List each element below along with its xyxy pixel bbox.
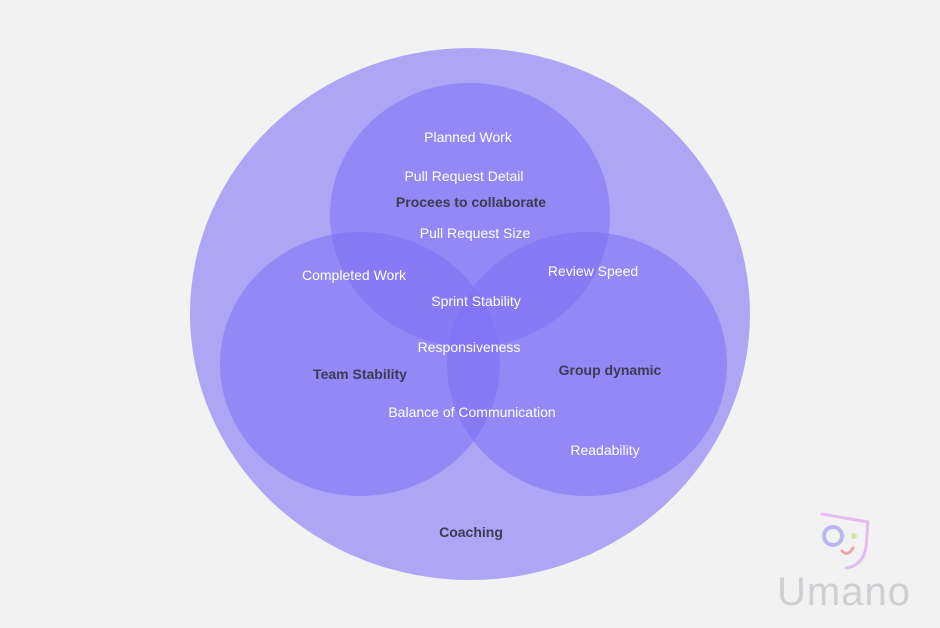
pull-request-size-label: Pull Request Size bbox=[419, 225, 531, 241]
planned-work-label: Planned Work bbox=[424, 129, 512, 145]
readability-label: Readability bbox=[570, 442, 640, 458]
team-stability-group-label: Team Stability bbox=[313, 366, 407, 382]
review-speed-label: Review Speed bbox=[547, 263, 639, 279]
pull-request-detail-label: Pull Request Detail bbox=[404, 168, 524, 184]
group-dynamic-group-label: Group dynamic bbox=[558, 362, 662, 378]
group-dynamic-circle bbox=[447, 232, 727, 496]
umano-face-icon bbox=[820, 512, 870, 570]
balance-of-communication-label: Balance of Communication bbox=[388, 404, 556, 420]
team-stability-circle bbox=[220, 232, 500, 496]
completed-work-label: Completed Work bbox=[301, 267, 407, 283]
coaching-group-label: Coaching bbox=[439, 524, 503, 540]
responsiveness-label: Responsiveness bbox=[417, 339, 521, 355]
umano-wordmark: Umano bbox=[777, 570, 911, 614]
process-group-label: Procees to collaborate bbox=[395, 194, 547, 210]
sprint-stability-label: Sprint Stability bbox=[431, 293, 521, 309]
